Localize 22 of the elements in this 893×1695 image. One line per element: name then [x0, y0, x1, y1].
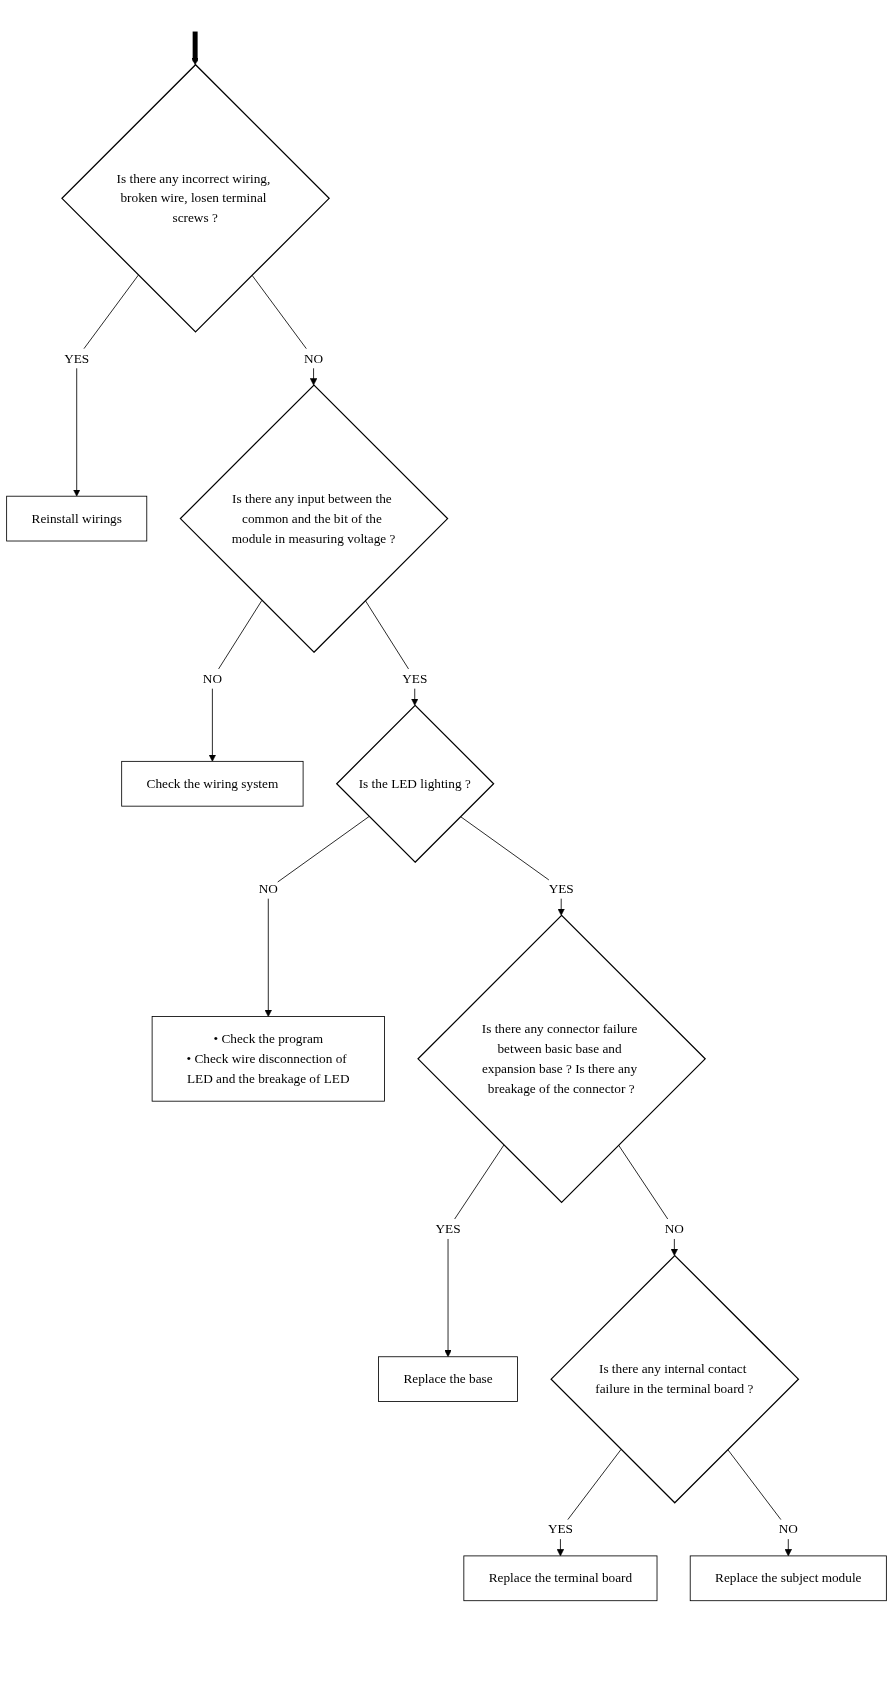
- node-box: Replace the terminal board: [463, 1555, 658, 1602]
- arrow: [191, 31, 199, 66]
- edge-label: YES: [64, 350, 90, 366]
- node-diamond: Is there any input between the common and the bit of the module in measuring voltage ?: [179, 384, 449, 654]
- edge-label: NO: [664, 1221, 684, 1236]
- edge-label: NO: [303, 350, 324, 366]
- edge-label: YES: [548, 881, 574, 896]
- node-diamond: Is there any connector failure between basic base and expansion base ? Is there any breakage of the connector ?: [417, 914, 707, 1204]
- edge-label: YES: [402, 671, 428, 686]
- node-box: Replace the base: [378, 1356, 518, 1402]
- node-diamond: Is there any incorrect wiring, broken wire, losen terminal screws ?: [61, 63, 331, 333]
- node-box: • Check the program • Check wire disconnection of LED and the breakage of LED: [151, 1016, 385, 1102]
- node-box: Replace the subject module: [689, 1555, 887, 1602]
- edge-label: NO: [778, 1521, 798, 1536]
- node-diamond: Is the LED lighting ?: [335, 704, 495, 864]
- edge-label: NO: [258, 881, 278, 896]
- edge-label: NO: [202, 671, 222, 686]
- node-diamond: Is there any internal contact failure in the terminal board ?: [550, 1254, 800, 1504]
- node-box: Reinstall wirings: [6, 495, 148, 542]
- edge-label: YES: [547, 1521, 573, 1536]
- node-box: Check the wiring system: [121, 760, 304, 807]
- edge-label: YES: [435, 1221, 461, 1236]
